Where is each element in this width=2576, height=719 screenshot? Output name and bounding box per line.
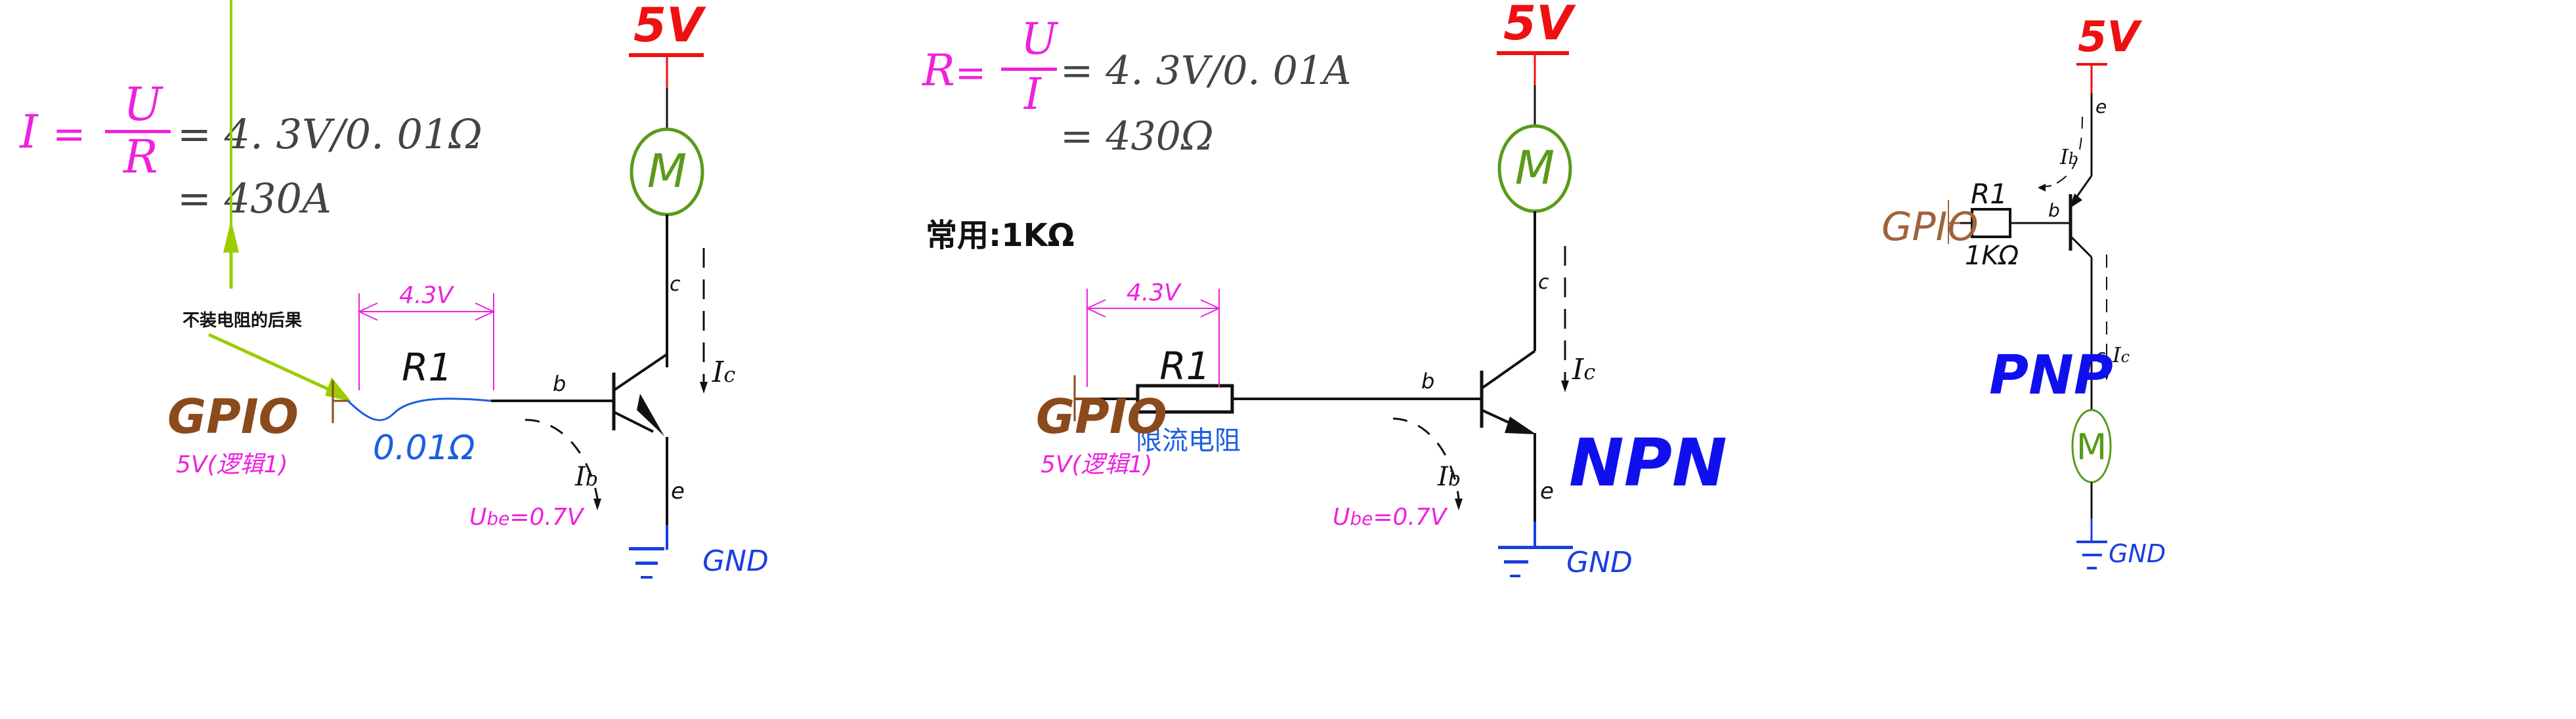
transistor-collector xyxy=(612,353,668,392)
motor-label: M xyxy=(1515,141,1555,195)
formula-calc: = 4. 3V/0. 01A xyxy=(1060,48,1351,94)
formula-result: = 430Ω xyxy=(1060,113,1214,159)
wire-resistor-icon xyxy=(347,398,492,421)
ic-label: Ic xyxy=(2112,342,2130,367)
ib-current-arrow xyxy=(1392,417,1460,499)
formula-numerator: U xyxy=(123,77,163,131)
formula-result: = 430A xyxy=(177,175,332,222)
gpio-label: GPIO xyxy=(1881,204,1979,250)
resistor-icon xyxy=(1136,384,1234,414)
ib-current-arrow xyxy=(2048,116,2083,188)
ib-label: Ib xyxy=(2059,144,2078,169)
ube-label: Ube=0.7V xyxy=(1333,504,1448,531)
formula-calc: = 4. 3V/0. 01Ω xyxy=(177,110,483,158)
supply-label: 5V xyxy=(633,0,706,52)
ground-label: GND xyxy=(702,544,769,578)
voltage-drop-label: 4.3V xyxy=(1127,279,1182,306)
formula-current: I = U R = 4. 3V/0. 01Ω = 430A xyxy=(18,77,483,222)
gpio-label: GPIO xyxy=(1036,389,1167,444)
emitter-arrow xyxy=(1505,417,1536,434)
supply-label: 5V xyxy=(2078,13,2143,62)
ground-icon xyxy=(2076,541,2107,569)
base-label: b xyxy=(2048,199,2060,221)
resistor-icon xyxy=(1971,208,2011,238)
resistor-value: 1KΩ xyxy=(1965,241,2019,271)
fraction-bar xyxy=(105,130,171,133)
base-label: b xyxy=(553,371,566,396)
resistor-name: R1 xyxy=(402,345,452,390)
annotation-label: 不装电阻的后果 xyxy=(182,310,302,331)
transistor-collector xyxy=(1480,350,1536,390)
ground-icon xyxy=(629,547,664,579)
supply-rail xyxy=(629,53,704,57)
formula-denominator: I xyxy=(1023,69,1042,119)
fraction-bar xyxy=(1001,68,1057,71)
voltage-drop-label: 4.3V xyxy=(399,282,454,309)
resistor-name: R1 xyxy=(1159,344,1210,388)
emitter-arrow xyxy=(637,394,664,436)
gpio-label: GPIO xyxy=(167,389,299,444)
ib-label: Ib xyxy=(1437,462,1461,492)
circuit-pnp: 5V e Ib c Ic xyxy=(1881,13,2166,569)
ground-label: GND xyxy=(1566,546,1633,579)
emitter-label: e xyxy=(1540,478,1554,504)
gpio-state: 5V(逻辑1) xyxy=(176,451,288,478)
annotation-arrowhead-diag xyxy=(325,377,351,401)
ib-label: Ib xyxy=(574,462,598,492)
transistor-type-label: PNP xyxy=(1989,344,2113,407)
formula-lhs: I xyxy=(18,105,39,159)
formula-denominator: R xyxy=(122,130,158,184)
motor-label: M xyxy=(2076,426,2107,468)
supply-label: 5V xyxy=(1503,0,1576,51)
transistor-emitter xyxy=(613,411,654,433)
emitter-label: e xyxy=(2095,96,2107,117)
formula-eq: = xyxy=(53,112,85,157)
collector-label: c xyxy=(2095,345,2106,367)
formula-resistance: R = U I = 4. 3V/0. 01A = 430Ω xyxy=(922,14,1351,159)
motor-label: M xyxy=(647,144,687,198)
circuit-npn: R = U I = 4. 3V/0. 01A = 430Ω 常用:1KΩ 5V … xyxy=(922,0,1595,525)
collector-label: c xyxy=(1538,271,1549,294)
ground-label: GND xyxy=(2109,539,2166,568)
ic-label: Ic xyxy=(712,356,735,389)
circuit-npn-no-resistor: I = U R = 4. 3V/0. 01Ω = 430A 不装电阻的后果 5V… xyxy=(18,0,769,579)
ube-label: Ube=0.7V xyxy=(469,504,585,531)
formula-eq: = xyxy=(955,52,986,94)
annotation-arrow-diag xyxy=(207,333,339,396)
resistor-value: 0.01Ω xyxy=(373,428,475,468)
transistor-type-label: NPN xyxy=(1569,424,1727,501)
collector-label: c xyxy=(670,273,681,296)
formula-lhs: R xyxy=(922,45,955,96)
ground-icon xyxy=(1498,546,1573,577)
emitter-label: e xyxy=(671,478,685,504)
resistor-name: R1 xyxy=(1971,178,2007,210)
emitter-arrow xyxy=(2069,194,2082,209)
gpio-state: 5V(逻辑1) xyxy=(1041,451,1153,478)
transistor-collector xyxy=(2069,235,2093,258)
resistor-desc: 限流电阻 xyxy=(1136,426,1241,456)
annotation-arrowhead-up xyxy=(223,220,239,253)
common-value: 常用:1KΩ xyxy=(926,217,1075,254)
formula-numerator: U xyxy=(1021,14,1059,64)
supply-rail xyxy=(1497,51,1569,55)
ib-current-arrow xyxy=(525,419,599,499)
ic-label: Ic xyxy=(1572,353,1595,386)
base-label: b xyxy=(1421,369,1434,394)
